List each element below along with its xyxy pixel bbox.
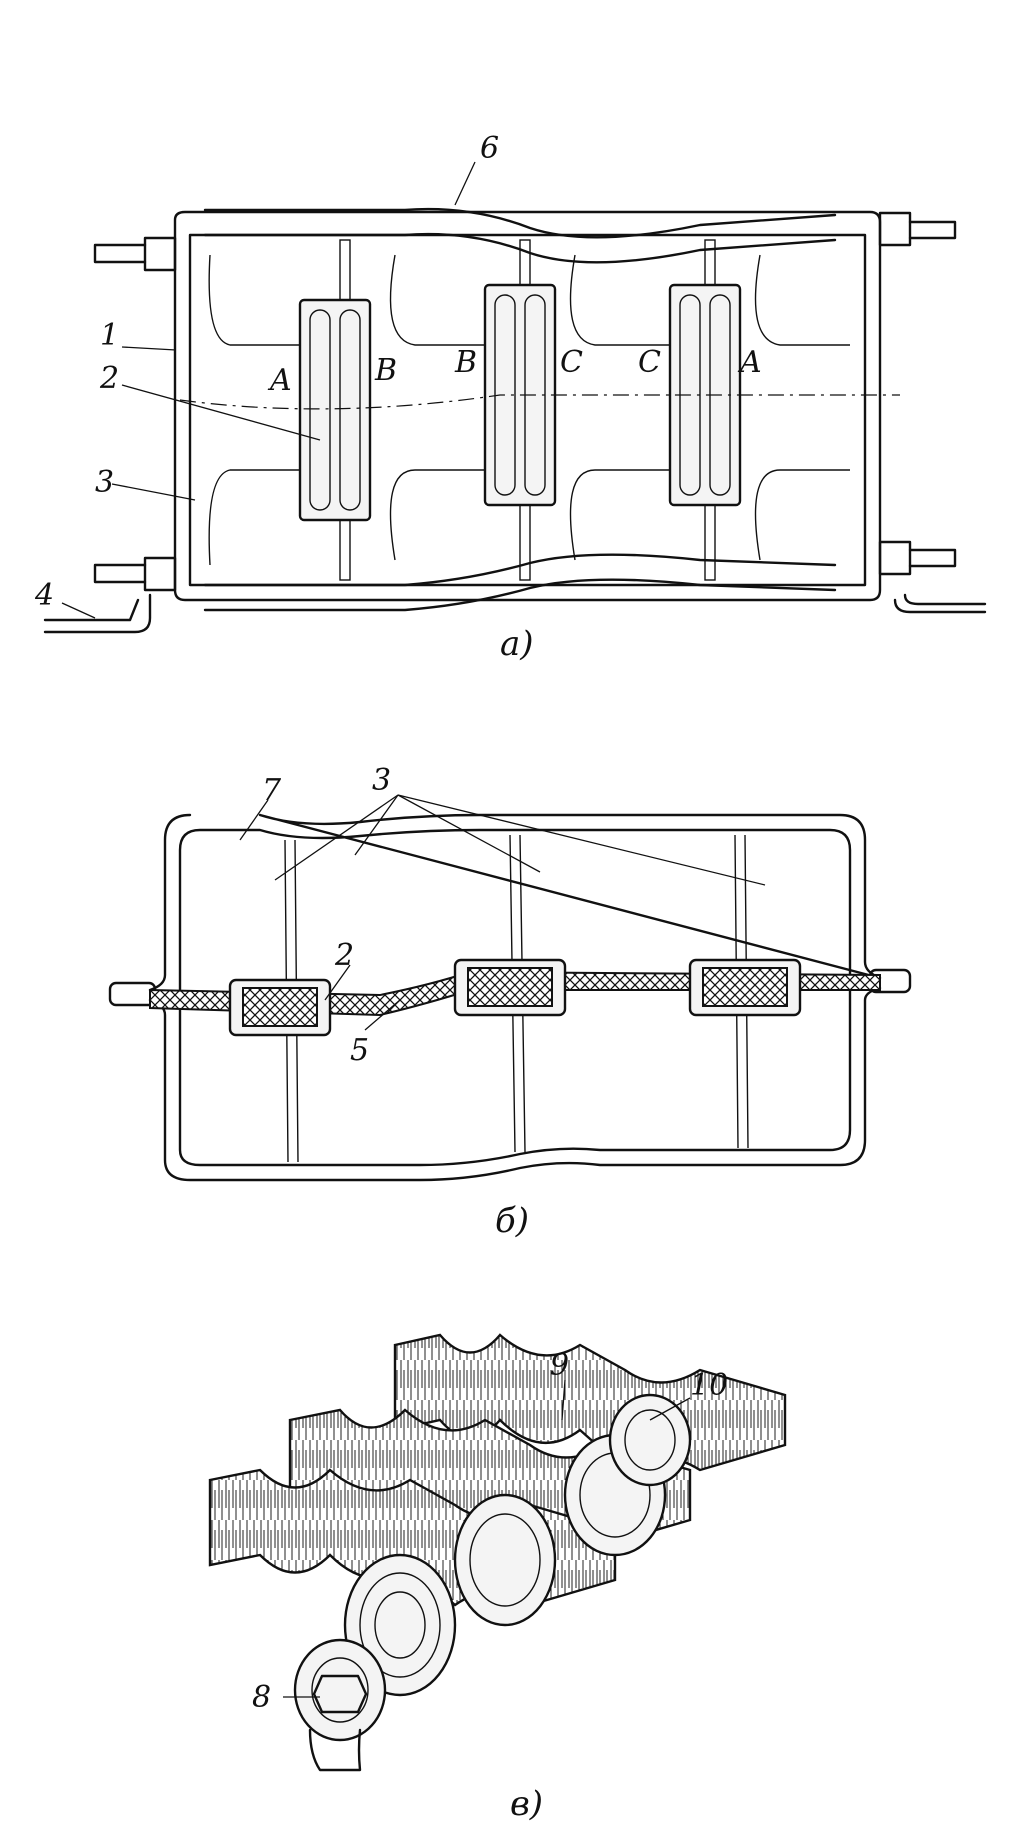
- phase-label: A: [267, 363, 292, 398]
- callout-8: 8: [252, 1680, 271, 1715]
- figure-c: 9 10 8 в): [208, 1333, 787, 1824]
- terminal-bolt: [293, 1638, 387, 1772]
- callout-9: 9: [550, 1348, 569, 1383]
- bolt-top-right: [878, 211, 957, 247]
- bracket-right: [893, 598, 987, 614]
- callout-7: 7: [262, 773, 282, 808]
- figure-a: 6 1 2 3 4 A B B C C A а): [34, 131, 987, 664]
- top-plate: [203, 207, 837, 239]
- bolt-top-left: [93, 236, 177, 272]
- holder-1: [298, 298, 372, 522]
- phase-label: B: [374, 353, 397, 388]
- callout-3: 3: [95, 465, 114, 500]
- caption-a: а): [500, 624, 534, 664]
- callout-2: 2: [334, 938, 354, 973]
- phase-label: C: [560, 345, 583, 380]
- phase-label: A: [737, 345, 762, 380]
- insulator-middle: [453, 1493, 557, 1627]
- callout-10: 10: [690, 1368, 728, 1403]
- caption-c: в): [510, 1784, 543, 1824]
- callout-4: 4: [34, 578, 54, 613]
- lug-left: [108, 981, 157, 1007]
- frame-outline: [148, 813, 882, 1182]
- caption-b: б): [495, 1201, 529, 1241]
- bracket-left: [43, 593, 152, 634]
- insulator-rear: [608, 1393, 692, 1487]
- callout-2: 2: [99, 361, 119, 396]
- callout-1: 1: [100, 318, 119, 353]
- bolt-bottom-left: [93, 556, 177, 592]
- callout-5: 5: [350, 1033, 369, 1068]
- outer-frame: [173, 210, 882, 602]
- phase-label: B: [454, 345, 477, 380]
- bolt-bottom-right: [878, 540, 957, 576]
- phase-label: C: [638, 345, 661, 380]
- callout-6: 6: [480, 131, 499, 166]
- callout-3: 3: [372, 763, 391, 798]
- figure-b: 7 3 2 5 б): [108, 763, 912, 1241]
